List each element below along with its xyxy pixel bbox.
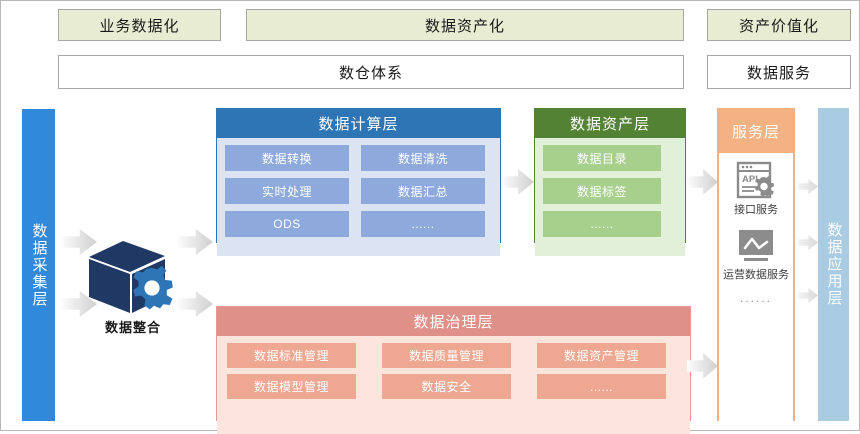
cell-data-standard-management[interactable]: 数据标准管理 — [227, 343, 356, 368]
box-data-service: 数据服务 — [707, 55, 851, 89]
cell-data-asset-management[interactable]: 数据资产管理 — [537, 343, 666, 368]
arrow-service-to-application-1 — [798, 179, 818, 194]
panel-service-layer: 服务层 API 接口服务 — [717, 108, 795, 427]
arrow-governance-to-service — [687, 353, 718, 379]
banner-data-assetization: 数据资产化 — [246, 9, 684, 41]
cell-data-catalog[interactable]: 数据目录 — [543, 145, 661, 171]
panel-body: 数据目录 数据标签 ...... — [535, 138, 685, 256]
monitor-chart-icon — [739, 230, 773, 261]
service-more-label: ...... — [739, 291, 772, 305]
svg-text:API: API — [742, 174, 758, 185]
service-item-api[interactable]: API 接口服务 — [734, 161, 778, 217]
panel-title: 数据资产层 — [569, 116, 650, 133]
box-label: 数仓体系 — [338, 64, 403, 82]
banner-label: 业务数据化 — [99, 17, 180, 35]
cell-data-security[interactable]: 数据安全 — [382, 374, 511, 399]
panel-title: 服务层 — [731, 124, 780, 141]
arrow-asset-to-service — [687, 169, 718, 195]
panel-body: 数据转换 数据清洗 实时处理 数据汇总 ODS ...... — [217, 138, 500, 256]
data-integration-graphic: 数据整合 — [85, 239, 181, 339]
cell-data-transform[interactable]: 数据转换 — [225, 145, 349, 171]
sidebar-data-application-layer: 数据应用层 — [818, 108, 849, 421]
cell-data-quality-management[interactable]: 数据质量管理 — [382, 343, 511, 368]
sidebar-label: 数据应用层 — [825, 222, 843, 307]
arrow-computing-to-asset — [501, 169, 534, 195]
service-item-label: 接口服务 — [734, 204, 778, 216]
box-label: 数据服务 — [746, 64, 811, 82]
banner-asset-valuation: 资产价值化 — [707, 9, 851, 41]
arrow-service-to-application-2 — [798, 235, 818, 250]
panel-computing-layer: 数据计算层 数据转换 数据清洗 实时处理 数据汇总 ODS ...... — [216, 108, 501, 256]
cell-ods[interactable]: ODS — [225, 211, 349, 237]
api-window-gear-icon: API — [736, 161, 774, 199]
integration-label: 数据整合 — [104, 320, 161, 335]
cell-data-tags[interactable]: 数据标签 — [543, 178, 661, 204]
banner-label: 资产价值化 — [738, 17, 819, 35]
sidebar-label: 数据采集层 — [30, 222, 48, 308]
panel-asset-layer: 数据资产层 数据目录 数据标签 ...... — [534, 108, 686, 256]
cell-computing-more[interactable]: ...... — [361, 211, 485, 237]
panel-title: 数据计算层 — [318, 116, 399, 133]
cube-gear-icon — [89, 241, 173, 313]
panel-body: API 接口服务 运营数据服务 ...... — [719, 153, 793, 427]
cell-data-aggregation[interactable]: 数据汇总 — [361, 178, 485, 204]
panel-governance-layer: 数据治理层 数据标准管理 数据质量管理 数据资产管理 数据模型管理 数据安全 .… — [216, 306, 691, 434]
cell-asset-more[interactable]: ...... — [543, 211, 661, 237]
cell-data-cleaning[interactable]: 数据清洗 — [361, 145, 485, 171]
banner-label: 数据资产化 — [424, 17, 505, 35]
panel-body: 数据标准管理 数据质量管理 数据资产管理 数据模型管理 数据安全 ...... — [217, 336, 690, 434]
panel-title: 数据治理层 — [413, 314, 494, 331]
box-data-warehouse-system: 数仓体系 — [58, 55, 684, 89]
cell-data-model-management[interactable]: 数据模型管理 — [227, 374, 356, 399]
service-item-label: 运营数据服务 — [723, 269, 789, 281]
sidebar-data-collection-layer: 数据采集层 — [22, 109, 55, 421]
arrow-integration-to-governance — [177, 291, 213, 317]
cell-realtime-processing[interactable]: 实时处理 — [225, 178, 349, 204]
banner-business-datafication: 业务数据化 — [58, 9, 221, 41]
service-item-operational-data[interactable]: 运营数据服务 — [723, 228, 789, 282]
arrow-integration-to-computing — [177, 229, 213, 255]
cell-governance-more[interactable]: ...... — [537, 374, 666, 399]
arrow-service-to-application-3 — [798, 288, 818, 303]
